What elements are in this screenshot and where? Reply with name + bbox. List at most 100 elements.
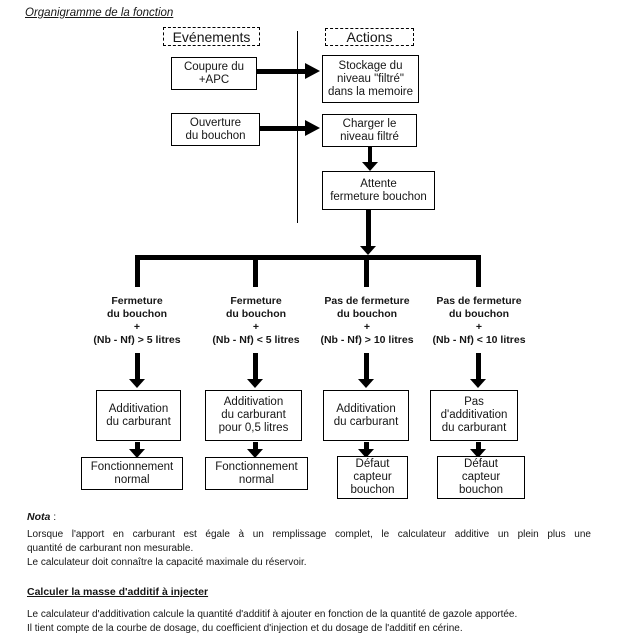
text-line: du carburant <box>333 415 399 428</box>
text-line: Défaut <box>355 458 390 470</box>
arrowhead-right-icon <box>305 120 320 136</box>
events-column-header: Evénements <box>163 27 260 46</box>
page-title: Organigramme de la fonction <box>25 7 174 19</box>
text-line: Pas de fermeture <box>324 295 410 307</box>
branch-2-condition: Fermeture du bouchon + (Nb - Nf) < 5 lit… <box>189 295 323 347</box>
branch-bar <box>135 255 481 260</box>
text-line: capteur <box>461 471 501 483</box>
arrowhead-down-icon <box>360 246 376 255</box>
node-ouverture-bouchon: Ouverture du bouchon <box>171 113 260 146</box>
text-line: Stockage du <box>338 59 403 72</box>
branch-3-condition: Pas de fermeture du bouchon + (Nb - Nf) … <box>300 295 434 347</box>
arrow-branch-1-result <box>135 442 140 450</box>
arrow-attente-branchbar <box>366 209 371 247</box>
arrowhead-down-icon <box>247 379 263 388</box>
arrowhead-down-icon <box>358 449 374 458</box>
branch-1-condition: Fermeture du bouchon + (Nb - Nf) > 5 lit… <box>70 295 204 347</box>
arrow-coupure-stockage <box>257 69 307 74</box>
text-line: d'additivation <box>440 409 508 421</box>
text-line: + <box>475 321 483 333</box>
text-line: pour 0,5 litres <box>218 422 289 434</box>
text-line: + <box>133 321 141 333</box>
text-line: Additivation <box>108 402 169 415</box>
text-line: du bouchon <box>185 129 246 142</box>
nota-line-3: Le calculateur doit connaître la capacit… <box>27 557 307 568</box>
branch-stub-4 <box>476 255 481 287</box>
text-line: Additivation <box>223 396 284 408</box>
section-heading-masse-additif: Calculer la masse d'additif à injecter <box>27 586 209 598</box>
text-line: Fermeture <box>230 295 282 307</box>
arrow-branch-2-action <box>253 353 258 380</box>
nota-label: Nota : <box>27 511 56 523</box>
text-line: bouchon <box>350 484 395 496</box>
text-line: (Nb - Nf) > 5 litres <box>93 334 181 346</box>
arrow-branch-3-action <box>364 353 369 380</box>
text-line: fermeture bouchon <box>330 190 427 203</box>
arrowhead-down-icon <box>129 379 145 388</box>
node-stockage-niveau: Stockage du niveau "filtré" dans la memo… <box>322 55 419 103</box>
branch-1-result-box: Fonctionnement normal <box>81 457 183 490</box>
text-line: du carburant <box>221 409 286 421</box>
node-charger-niveau: Charger le niveau filtré <box>322 114 417 147</box>
branch-4-condition: Pas de fermeture du bouchon + (Nb - Nf) … <box>411 295 547 347</box>
nota-colon: : <box>50 511 57 523</box>
branch-1-action-box: Additivation du carburant <box>96 390 181 441</box>
arrow-branch-3-result <box>364 442 369 450</box>
text-line: Défaut <box>464 458 498 470</box>
text-line: du bouchon <box>106 308 168 320</box>
arrowhead-right-icon <box>305 63 320 79</box>
branch-2-action-box: Additivation du carburant pour 0,5 litre… <box>205 390 302 441</box>
branch-3-action-box: Additivation du carburant <box>323 390 409 441</box>
node-attente-fermeture: Attente fermeture bouchon <box>322 171 435 210</box>
text-line: (Nb - Nf) < 5 litres <box>212 334 300 346</box>
arrowhead-down-icon <box>362 162 378 171</box>
text-line: Pas <box>464 396 484 408</box>
branch-stub-2 <box>253 255 258 287</box>
text-line: Ouverture <box>189 116 242 129</box>
text-line: du carburant <box>441 422 507 434</box>
branch-3-result-box: Défaut capteur bouchon <box>337 456 408 499</box>
branch-stub-1 <box>135 255 140 287</box>
nota-line-2: quantité de carburant non mesurable. <box>27 543 194 554</box>
arrow-branch-2-result <box>253 442 258 450</box>
text-line: (Nb - Nf) < 10 litres <box>432 334 526 346</box>
nota-line-1: Lorsque l'apport en carburant est égale … <box>27 529 591 540</box>
text-line: Charger le <box>342 117 397 130</box>
masse-line-2: Il tient compte de la courbe de dosage, … <box>27 623 463 634</box>
text-line: du bouchon <box>336 308 398 320</box>
text-line: du carburant <box>106 415 171 428</box>
nota-word: Nota <box>27 511 51 523</box>
text-line: bouchon <box>458 484 504 496</box>
branch-4-action-box: Pas d'additivation du carburant <box>430 390 518 441</box>
text-line: capteur <box>353 471 392 483</box>
arrowhead-down-icon <box>129 449 145 458</box>
text-line: + <box>363 321 371 333</box>
text-line: +APC <box>198 73 230 86</box>
branch-2-result-box: Fonctionnement normal <box>205 457 308 490</box>
arrowhead-down-icon <box>358 379 374 388</box>
text-line: dans la memoire <box>327 85 413 98</box>
branch-4-result-box: Défaut capteur bouchon <box>437 456 525 499</box>
arrow-branch-4-action <box>476 353 481 380</box>
text-line: Pas de fermeture <box>436 295 522 307</box>
text-line: Coupure du <box>183 60 245 73</box>
text-line: Additivation <box>336 402 396 415</box>
arrow-charger-attente <box>368 147 372 164</box>
arrowhead-down-icon <box>470 449 486 458</box>
masse-line-1: Le calculateur d'additivation calcule la… <box>27 609 518 620</box>
arrow-ouverture-charger <box>260 126 307 131</box>
text-line: Fonctionnement <box>90 460 174 473</box>
text-line: + <box>252 321 260 333</box>
arrowhead-down-icon <box>470 379 486 388</box>
arrowhead-down-icon <box>247 449 263 458</box>
text-line: normal <box>114 473 150 486</box>
text-line: Attente <box>360 177 397 190</box>
text-line: Fonctionnement <box>215 460 298 473</box>
arrow-branch-4-result <box>476 442 481 450</box>
text-line: du bouchon <box>448 308 510 320</box>
text-line: niveau filtré <box>340 130 399 143</box>
branch-stub-3 <box>364 255 369 287</box>
text-line: normal <box>238 473 275 486</box>
text-line: niveau "filtré" <box>337 72 404 85</box>
